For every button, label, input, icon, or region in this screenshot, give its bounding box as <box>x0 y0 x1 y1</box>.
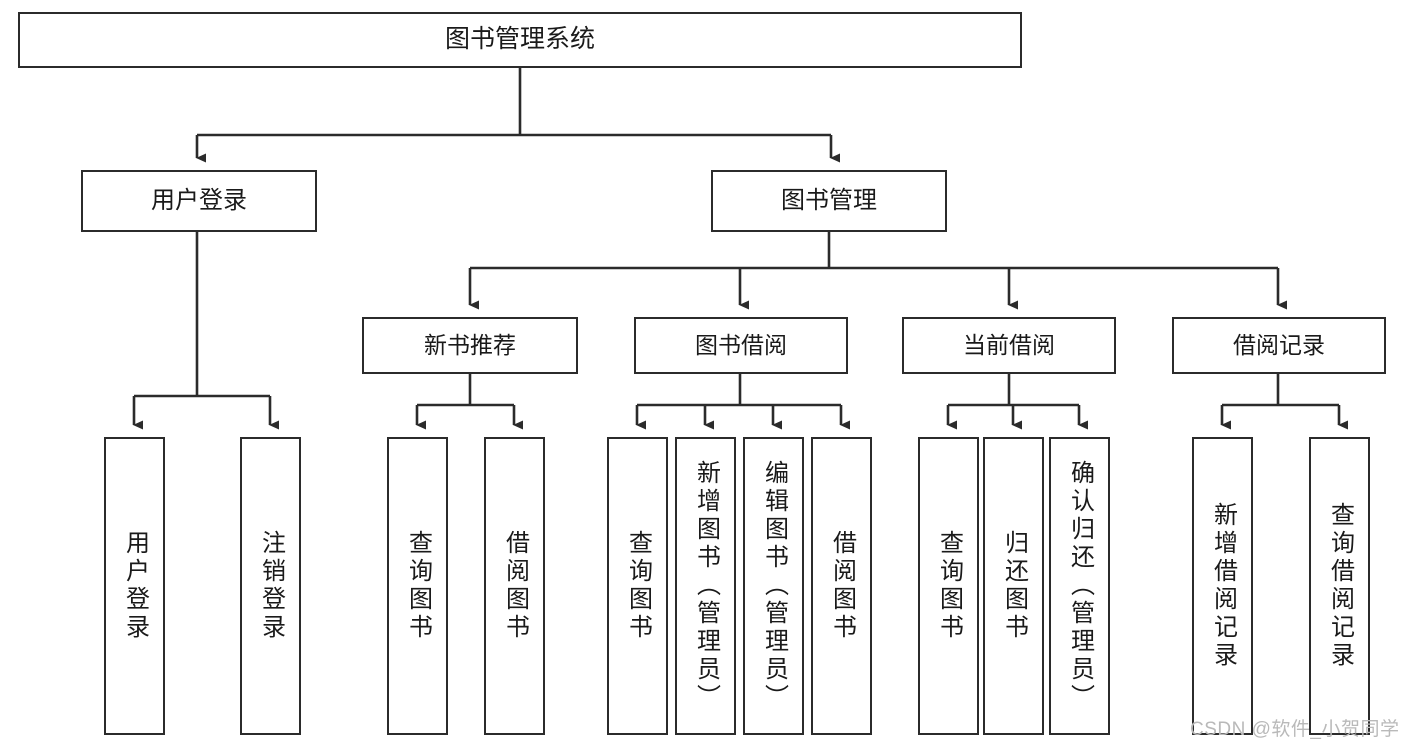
node-label: 确认归还（管理员） <box>1066 460 1094 712</box>
node-label: 查询图书 <box>935 530 963 642</box>
leaf-user-login[interactable]: 用户登录 <box>104 437 165 735</box>
leaf-return-book[interactable]: 归还图书 <box>983 437 1044 735</box>
node-label: 图书管理系统 <box>444 25 595 54</box>
node-book-management[interactable]: 图书管理 <box>711 170 947 232</box>
leaf-query-book-current[interactable]: 查询图书 <box>918 437 979 735</box>
node-label: 新书推荐 <box>424 331 516 358</box>
node-label: 用户登录 <box>121 530 149 642</box>
node-label: 借阅记录 <box>1233 331 1325 358</box>
node-label: 查询图书 <box>404 530 432 642</box>
csdn-watermark: CSDN @软件_小贺同学 <box>1190 719 1400 740</box>
leaf-add-borrow-record[interactable]: 新增借阅记录 <box>1192 437 1253 735</box>
node-label: 查询借阅记录 <box>1326 502 1354 670</box>
node-label: 新增借阅记录 <box>1209 502 1237 670</box>
node-user-login[interactable]: 用户登录 <box>81 170 317 232</box>
leaf-user-logout[interactable]: 注销登录 <box>240 437 301 735</box>
leaf-borrow-book-recommend[interactable]: 借阅图书 <box>484 437 545 735</box>
node-label: 用户登录 <box>151 186 247 214</box>
leaf-query-book[interactable]: 查询图书 <box>607 437 668 735</box>
node-label: 借阅图书 <box>501 530 529 642</box>
leaf-add-book-admin[interactable]: 新增图书（管理员） <box>675 437 736 735</box>
node-book-borrow[interactable]: 图书借阅 <box>634 317 848 374</box>
leaf-confirm-return-admin[interactable]: 确认归还（管理员） <box>1049 437 1110 735</box>
leaf-borrow-book[interactable]: 借阅图书 <box>811 437 872 735</box>
node-label: 当前借阅 <box>963 331 1055 358</box>
node-label: 图书借阅 <box>695 331 787 358</box>
node-label: 查询图书 <box>624 530 652 642</box>
node-label: 注销登录 <box>257 530 285 642</box>
leaf-edit-book-admin[interactable]: 编辑图书（管理员） <box>743 437 804 735</box>
leaf-query-book-recommend[interactable]: 查询图书 <box>387 437 448 735</box>
node-label: 新增图书（管理员） <box>692 460 720 712</box>
leaf-query-borrow-record[interactable]: 查询借阅记录 <box>1309 437 1370 735</box>
node-book-management-system[interactable]: 图书管理系统 <box>18 12 1022 68</box>
node-label: 图书管理 <box>781 186 877 214</box>
node-new-book-recommend[interactable]: 新书推荐 <box>362 317 578 374</box>
node-current-borrow[interactable]: 当前借阅 <box>902 317 1116 374</box>
node-label: 借阅图书 <box>828 530 856 642</box>
node-borrow-record[interactable]: 借阅记录 <box>1172 317 1386 374</box>
node-label: 编辑图书（管理员） <box>760 460 788 712</box>
node-label: 归还图书 <box>1000 530 1028 642</box>
